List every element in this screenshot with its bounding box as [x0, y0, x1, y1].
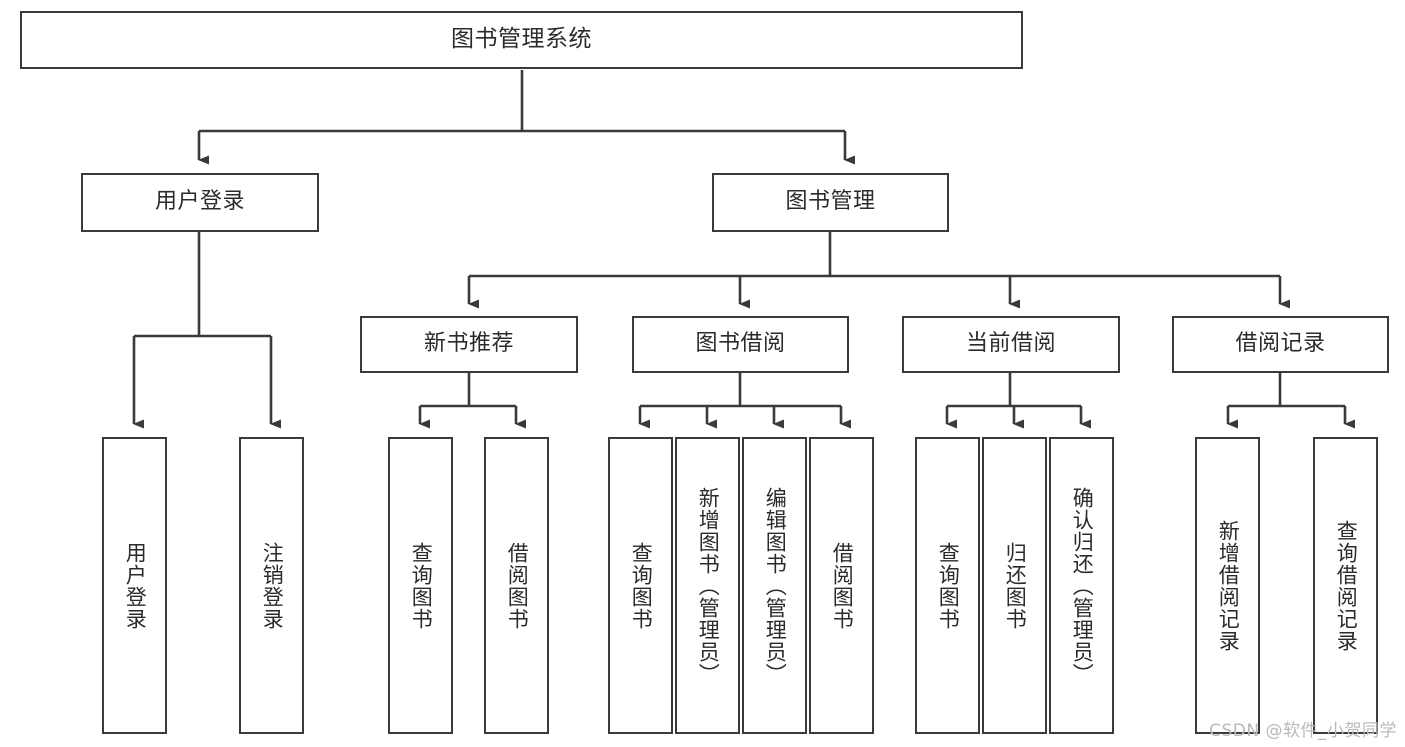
node-label: 查询借阅记录 — [1334, 519, 1359, 652]
node-label: 查询图书 — [936, 541, 961, 630]
node-label: 新增图书（管理员） — [696, 486, 721, 685]
node-label: 图书管理系统 — [451, 26, 592, 53]
node-label: 借阅图书 — [830, 541, 855, 630]
node-label: 确认归还（管理员） — [1070, 486, 1095, 685]
node-label: 新书推荐 — [423, 331, 514, 357]
leaf-recommend-borrow-book[interactable]: 借阅图书 — [484, 437, 549, 734]
leaf-record-add-record[interactable]: 新增借阅记录 — [1195, 437, 1260, 734]
node-root-system[interactable]: 图书管理系统 — [20, 11, 1023, 69]
node-book-borrow[interactable]: 图书借阅 — [632, 316, 849, 373]
node-label: 用户登录 — [123, 541, 148, 630]
node-current-borrow[interactable]: 当前借阅 — [902, 316, 1120, 373]
leaf-current-confirm-return-admin[interactable]: 确认归还（管理员） — [1049, 437, 1114, 734]
leaf-user-login-logout[interactable]: 注销登录 — [239, 437, 304, 734]
node-label: 当前借阅 — [965, 331, 1056, 357]
node-label: 借阅图书 — [505, 541, 530, 630]
leaf-current-return-book[interactable]: 归还图书 — [982, 437, 1047, 734]
leaf-borrow-add-book-admin[interactable]: 新增图书（管理员） — [675, 437, 740, 734]
leaf-borrow-query-book[interactable]: 查询图书 — [608, 437, 673, 734]
node-label: 注销登录 — [260, 541, 285, 630]
node-label: 编辑图书（管理员） — [763, 486, 788, 685]
node-label: 借阅记录 — [1235, 331, 1326, 357]
node-label: 图书管理 — [785, 189, 876, 215]
node-book-management[interactable]: 图书管理 — [712, 173, 949, 232]
leaf-borrow-edit-book-admin[interactable]: 编辑图书（管理员） — [742, 437, 807, 734]
watermark-text: CSDN @软件_小贺同学 — [1209, 721, 1397, 741]
leaf-record-query-record[interactable]: 查询借阅记录 — [1313, 437, 1378, 734]
node-label: 新增借阅记录 — [1216, 519, 1241, 652]
node-label: 用户登录 — [154, 189, 245, 215]
leaf-current-query-book[interactable]: 查询图书 — [915, 437, 980, 734]
leaf-borrow-borrow-book[interactable]: 借阅图书 — [809, 437, 874, 734]
node-label: 查询图书 — [409, 541, 434, 630]
node-borrow-record[interactable]: 借阅记录 — [1172, 316, 1389, 373]
leaf-recommend-query-book[interactable]: 查询图书 — [388, 437, 453, 734]
leaf-user-login-login[interactable]: 用户登录 — [102, 437, 167, 734]
node-label: 图书借阅 — [695, 331, 786, 357]
node-label: 查询图书 — [629, 541, 654, 630]
node-label: 归还图书 — [1003, 541, 1028, 630]
node-new-book-recommend[interactable]: 新书推荐 — [360, 316, 578, 373]
node-user-login[interactable]: 用户登录 — [81, 173, 319, 232]
